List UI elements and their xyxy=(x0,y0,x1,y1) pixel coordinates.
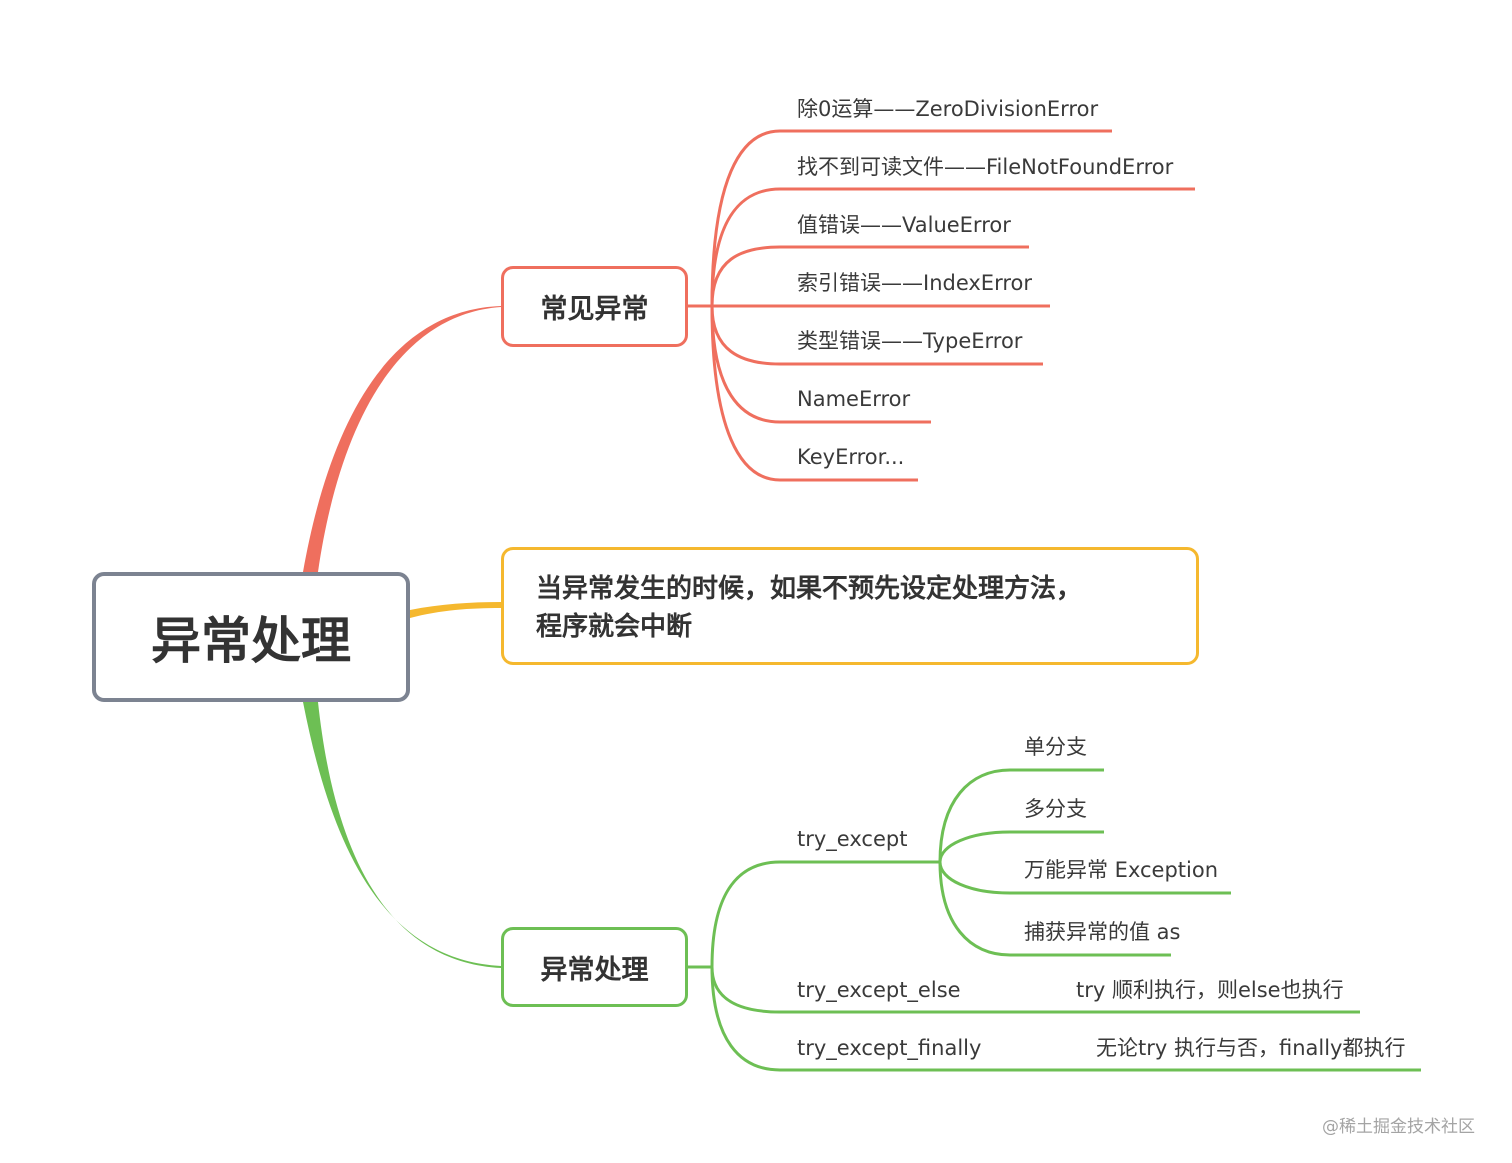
leaf-common-6[interactable]: NameError xyxy=(797,387,911,411)
leaf-multi-branch[interactable]: 多分支 xyxy=(1024,797,1087,821)
leaf-try-except[interactable]: try_except xyxy=(797,827,908,851)
leaf-common-1[interactable]: 除0运算——ZeroDivisionError xyxy=(797,97,1099,121)
leaf-try-except-finally-desc: 无论try 执行与否，finally都执行 xyxy=(1096,1036,1406,1060)
connector-root-common xyxy=(303,306,501,572)
leaf-universal-exception[interactable]: 万能异常 Exception xyxy=(1024,858,1219,882)
leaf-try-except-else[interactable]: try_except_else xyxy=(797,978,961,1002)
leaf-common-7[interactable]: KeyError... xyxy=(797,445,905,469)
leaf-common-3[interactable]: 值错误——ValueError xyxy=(797,213,1011,237)
connector-root-handling xyxy=(303,702,501,968)
leaf-common-2[interactable]: 找不到可读文件——FileNotFoundError xyxy=(797,155,1174,179)
common-branches xyxy=(688,129,1195,482)
leaf-single-branch[interactable]: 单分支 xyxy=(1024,735,1087,759)
node-note[interactable]: 当异常发生的时候，如果不预先设定处理方法， 程序就会中断 xyxy=(501,547,1199,665)
connector-root-note xyxy=(410,602,501,618)
leaf-common-5[interactable]: 类型错误——TypeError xyxy=(797,329,1023,353)
handling-branches xyxy=(688,768,1421,1072)
node-exception-handling[interactable]: 异常处理 xyxy=(501,927,688,1007)
node-common-exceptions[interactable]: 常见异常 xyxy=(501,266,688,347)
leaf-try-except-finally[interactable]: try_except_finally xyxy=(797,1036,982,1060)
leaf-try-except-else-desc: try 顺利执行，则else也执行 xyxy=(1076,978,1344,1002)
leaf-catch-value-as[interactable]: 捕获异常的值 as xyxy=(1024,920,1181,944)
root-node[interactable]: 异常处理 xyxy=(92,572,410,702)
watermark: @稀土掘金技术社区 xyxy=(1322,1117,1475,1137)
leaf-common-4[interactable]: 索引错误——IndexError xyxy=(797,271,1032,295)
